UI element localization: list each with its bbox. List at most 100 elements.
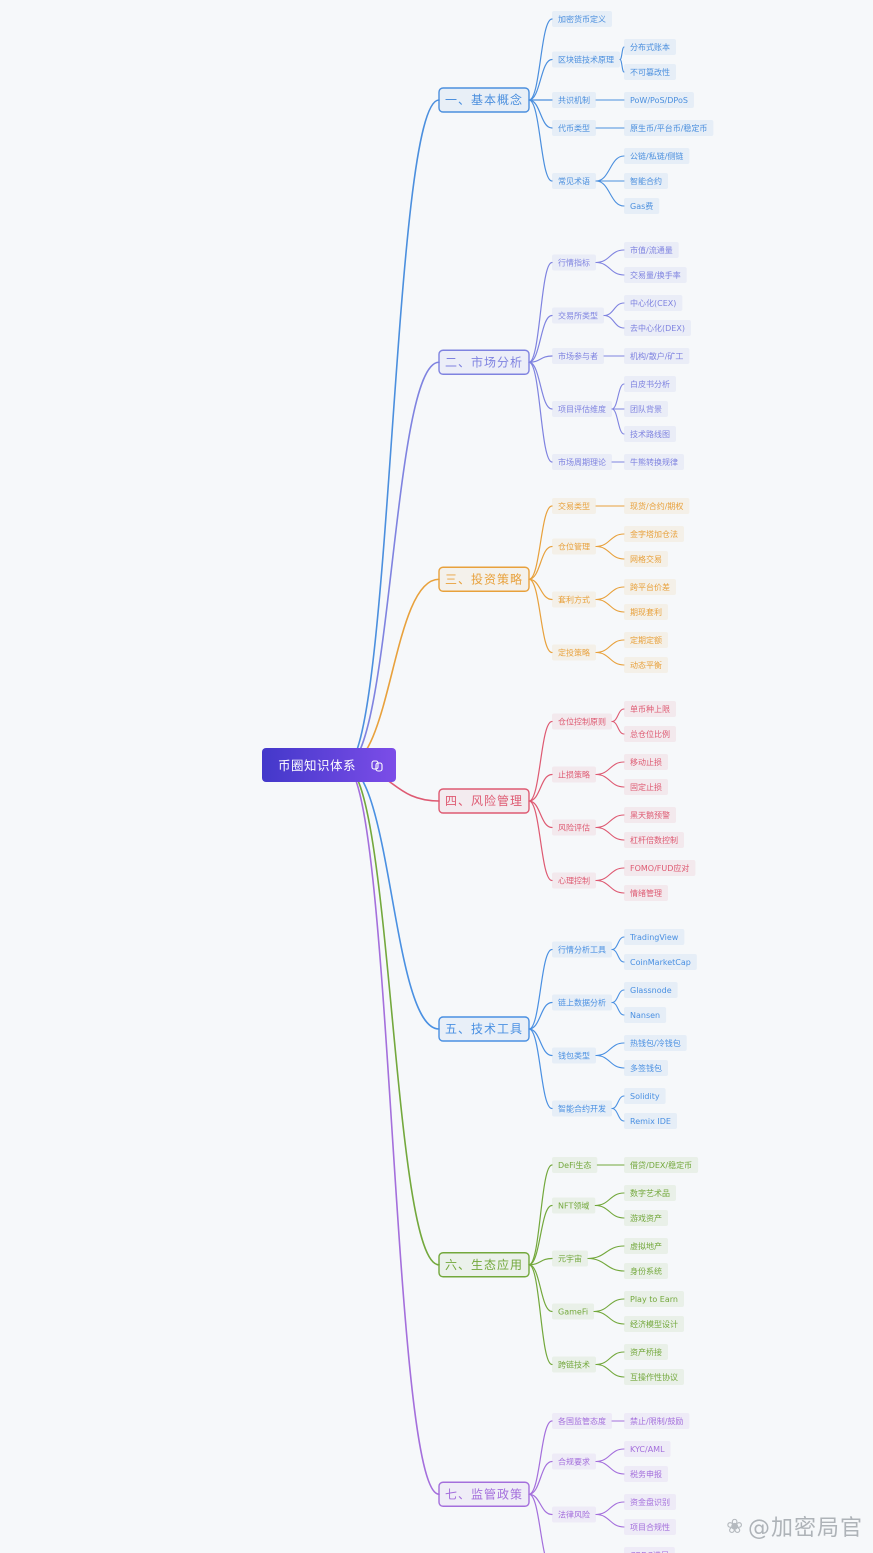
subtopic-node[interactable] <box>552 872 596 889</box>
leaf-node[interactable] <box>624 1007 667 1023</box>
subtopic-node[interactable] <box>552 51 620 68</box>
subtopic-node[interactable] <box>552 401 612 417</box>
subtopic-node[interactable] <box>552 591 596 608</box>
leaf-node[interactable] <box>624 1238 668 1254</box>
subtopic-node[interactable] <box>552 713 612 730</box>
leaf-node[interactable] <box>624 632 668 648</box>
leaf-node[interactable] <box>624 295 683 311</box>
leaf-node[interactable] <box>624 267 687 283</box>
subtopic-node[interactable] <box>552 1250 588 1267</box>
leaf-node[interactable] <box>624 1413 690 1429</box>
leaf-node[interactable] <box>624 754 668 770</box>
subtopic-node[interactable] <box>552 307 604 324</box>
branch-node[interactable] <box>438 566 530 592</box>
branch-node[interactable] <box>438 349 530 375</box>
subtopic-node[interactable] <box>552 11 612 27</box>
subtopic-node[interactable] <box>552 1453 596 1470</box>
branch-node[interactable] <box>438 1252 530 1278</box>
leaf-node[interactable] <box>624 701 676 717</box>
leaf-node[interactable] <box>624 929 685 945</box>
leaf-node[interactable] <box>624 1035 687 1051</box>
subtopic-node[interactable] <box>552 254 596 271</box>
leaf-node[interactable] <box>624 832 684 848</box>
leaf-node[interactable] <box>624 498 690 514</box>
leaf-node[interactable] <box>624 1547 675 1553</box>
leaf-node[interactable] <box>624 376 676 392</box>
subtopic-node[interactable] <box>552 173 596 189</box>
subtopic-node[interactable] <box>552 766 596 783</box>
subtopic-node[interactable] <box>552 92 596 108</box>
subtopic-node[interactable] <box>552 120 596 136</box>
leaf-node[interactable] <box>624 1466 668 1482</box>
leaf-node[interactable] <box>624 526 684 542</box>
link-icon[interactable] <box>371 760 383 772</box>
leaf-node[interactable] <box>624 1291 684 1307</box>
leaf-node[interactable] <box>624 173 668 189</box>
subtopic-node[interactable] <box>552 538 596 555</box>
subtopic-node[interactable] <box>552 644 596 661</box>
subtopic-node[interactable] <box>552 941 612 958</box>
leaf-node[interactable] <box>624 198 660 214</box>
leaf-node[interactable] <box>624 657 668 673</box>
branch-node[interactable] <box>438 788 530 814</box>
leaf-node[interactable] <box>624 1113 677 1129</box>
leaf-node[interactable] <box>624 807 676 823</box>
leaf-node[interactable] <box>624 1185 676 1201</box>
leaf-node[interactable] <box>624 92 694 108</box>
leaf-node[interactable] <box>624 885 668 901</box>
leaf-node[interactable] <box>624 320 691 336</box>
subtopic-node[interactable] <box>552 348 604 364</box>
leaf-node[interactable] <box>624 120 714 136</box>
subtopic-node[interactable] <box>552 1047 596 1064</box>
leaf-node[interactable] <box>624 1519 676 1535</box>
subtopic-node[interactable] <box>552 1197 596 1214</box>
leaf-node[interactable] <box>624 1441 671 1457</box>
subtopic-node[interactable] <box>552 1506 596 1523</box>
subtopic-node[interactable] <box>552 1303 595 1320</box>
leaf-label: Solidity <box>630 1092 660 1101</box>
branch-node[interactable] <box>438 87 530 113</box>
subtopic-node[interactable] <box>552 454 612 470</box>
branch-3: 三、投资策略交易类型现货/合约/期权仓位管理金字塔加仓法网格交易套利方式跨平台价… <box>438 498 690 673</box>
leaf-node[interactable] <box>624 426 676 442</box>
leaf-node[interactable] <box>624 64 676 80</box>
subtopic-node[interactable] <box>552 1157 598 1173</box>
root-node[interactable]: 币圈知识体系 <box>262 748 396 782</box>
subtopic-node[interactable] <box>552 1100 612 1117</box>
leaf-node[interactable] <box>624 954 697 970</box>
leaf-node[interactable] <box>624 579 676 595</box>
leaf-label: Remix IDE <box>630 1117 671 1126</box>
subtopic-node[interactable] <box>552 498 596 514</box>
leaf-node[interactable] <box>624 454 684 470</box>
root-box[interactable] <box>262 748 396 782</box>
leaf-node[interactable] <box>624 242 679 258</box>
leaf-node[interactable] <box>624 1157 699 1173</box>
leaf-node[interactable] <box>624 1344 668 1360</box>
leaf-node[interactable] <box>624 1088 666 1104</box>
leaf-node[interactable] <box>624 348 690 364</box>
branch-node[interactable] <box>438 1016 530 1042</box>
leaf-node[interactable] <box>624 1060 668 1076</box>
subtopic-node[interactable] <box>552 1413 612 1429</box>
leaf-node[interactable] <box>624 1210 668 1226</box>
subtopic-node[interactable] <box>552 819 596 836</box>
sub-leaf-link <box>611 948 625 963</box>
leaf-node[interactable] <box>624 148 690 164</box>
subtopic-node[interactable] <box>552 1356 596 1373</box>
leaf-node[interactable] <box>624 860 696 876</box>
leaf-node[interactable] <box>624 726 676 742</box>
leaf-node[interactable] <box>624 551 668 567</box>
subtopic-node[interactable] <box>552 994 612 1011</box>
leaf-node[interactable] <box>624 779 668 795</box>
leaf-node[interactable] <box>624 39 676 55</box>
branch-sub-link <box>528 1264 553 1366</box>
branch-node[interactable] <box>438 1481 530 1507</box>
leaf-node[interactable] <box>624 604 668 620</box>
leaf-node[interactable] <box>624 982 678 998</box>
leaf-node[interactable] <box>624 1369 684 1385</box>
leaf-node[interactable] <box>624 401 668 417</box>
leaf-node[interactable] <box>624 1263 668 1279</box>
leaf-node[interactable] <box>624 1494 676 1510</box>
leaf-node[interactable] <box>624 1316 684 1332</box>
branch-7: 七、监管政策各国监管态度禁止/限制/鼓励合规要求KYC/AML税务申报法律风险资… <box>438 1413 690 1553</box>
